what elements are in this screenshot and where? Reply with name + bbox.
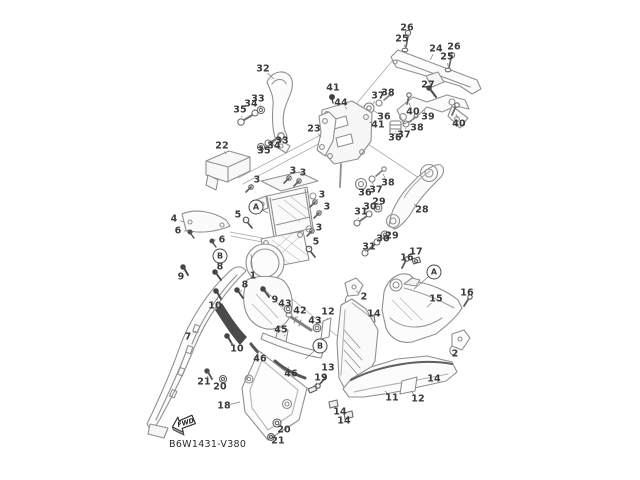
leader-line-40 xyxy=(408,102,411,107)
part-22-box xyxy=(205,150,251,191)
part-7-side-stay xyxy=(146,266,247,439)
leader-line-42 xyxy=(296,316,298,319)
part-4-bracket xyxy=(181,210,231,233)
screws-25-26 xyxy=(401,29,456,73)
leader-line-46 xyxy=(287,366,289,369)
leader-line-13 xyxy=(322,373,326,379)
leader-line-41 xyxy=(368,121,373,124)
leader-line-33 xyxy=(259,104,262,109)
leader-line-14 xyxy=(347,415,350,418)
leader-line-38 xyxy=(382,173,386,178)
bolts-8-9-10 xyxy=(180,264,270,345)
bolts-5-6 xyxy=(187,216,316,258)
leader-line-23 xyxy=(317,133,322,138)
leader-line-20 xyxy=(278,423,281,426)
leader-line-25 xyxy=(403,44,406,48)
leader-line-7 xyxy=(192,330,197,334)
leader-line-44 xyxy=(344,106,348,110)
leader-line-12 xyxy=(410,390,415,395)
screw-27 xyxy=(426,85,437,98)
part-1-headlight-bucket xyxy=(243,243,293,343)
leader-line-39 xyxy=(423,109,426,112)
leader-line-45 xyxy=(284,334,286,337)
leader-line-31 xyxy=(357,217,359,220)
leader-line-19 xyxy=(312,382,318,388)
strip-45 xyxy=(260,332,324,359)
leader-line-37 xyxy=(372,100,376,105)
leader-line-5 xyxy=(308,245,313,250)
fasteners-13-19-20-21 xyxy=(204,368,327,441)
leader-line-1 xyxy=(250,253,253,271)
emblem-12-left xyxy=(320,317,332,340)
leader-line-21 xyxy=(271,436,274,438)
leader-line-ref-B xyxy=(217,261,220,267)
leader-line-26 xyxy=(451,52,453,56)
leader-line-31 xyxy=(365,250,367,253)
part-15-headlight xyxy=(381,273,463,343)
leader-line-36 xyxy=(373,110,380,115)
part-32-stay xyxy=(266,71,293,154)
leader-line-9 xyxy=(266,292,271,297)
nuts-43 xyxy=(283,304,322,333)
leader-line-18 xyxy=(229,401,241,405)
leader-line-28 xyxy=(413,203,418,207)
emblem-12-right xyxy=(399,376,418,395)
leader-line-3 xyxy=(318,210,323,214)
leader-line-40 xyxy=(455,113,458,119)
pin-42 xyxy=(285,312,313,332)
leader-line-3 xyxy=(311,230,314,232)
bracket-2-right xyxy=(449,329,471,356)
leader-line-4 xyxy=(179,220,185,223)
leader-line-32 xyxy=(267,72,275,80)
bolts-40 xyxy=(406,92,460,116)
leader-line-3 xyxy=(288,176,291,179)
leader-line-14 xyxy=(333,405,337,409)
leader-line-22 xyxy=(224,151,227,155)
leader-line-37 xyxy=(371,181,374,185)
leader-line-3 xyxy=(298,178,301,182)
part-18-windshield xyxy=(241,350,308,441)
leader-line-15 xyxy=(426,302,432,308)
leader-line-29 xyxy=(375,205,378,208)
part-24-upper-bracket xyxy=(390,49,482,95)
dampers-36-38-mid xyxy=(354,166,387,191)
part-28-arm xyxy=(385,163,445,230)
leader-line-3 xyxy=(250,184,254,188)
leader-line-ref-A xyxy=(261,209,269,214)
part-11-lower-panel xyxy=(342,355,458,398)
leader-line-34 xyxy=(253,109,256,112)
leader-line-24 xyxy=(429,54,434,61)
leader-line-3 xyxy=(314,198,319,203)
screws-16-17 xyxy=(401,256,473,307)
dampers-36-38-upper xyxy=(363,91,419,135)
leader-line-35 xyxy=(260,145,263,149)
leader-line-11 xyxy=(384,390,389,395)
leader-line-2 xyxy=(355,290,360,294)
leader-line-10 xyxy=(216,296,219,301)
diagram-code: B6W1431-V380 xyxy=(169,439,247,450)
leader-line-8 xyxy=(239,289,242,293)
fasteners-33-35 xyxy=(237,105,285,152)
leader-line-5 xyxy=(242,218,246,221)
leader-line-21 xyxy=(207,375,209,378)
fwd-arrow-icon: FWD xyxy=(171,414,196,436)
leader-line-10 xyxy=(229,341,234,346)
fasteners-29-31 xyxy=(353,203,390,257)
leader-line-38 xyxy=(409,123,412,126)
